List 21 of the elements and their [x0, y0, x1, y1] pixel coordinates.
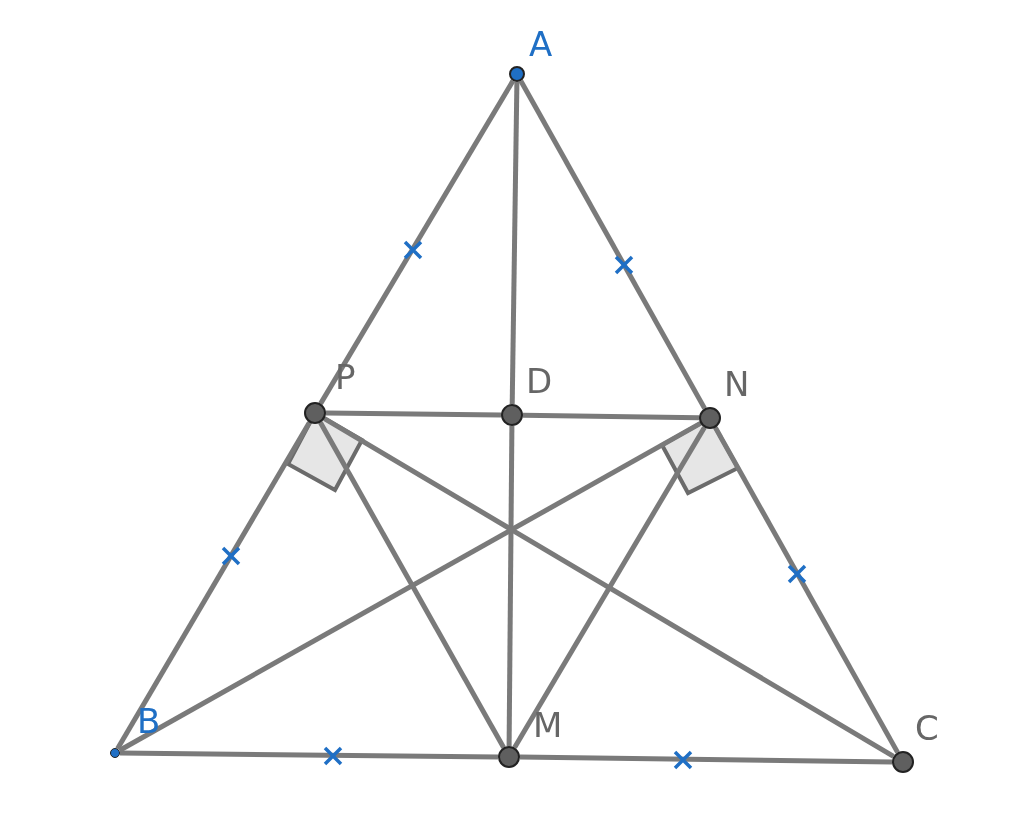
line-segment — [318, 421, 506, 749]
line-segment — [509, 81, 520, 405]
line-segment — [318, 79, 516, 405]
point-label: D — [526, 363, 553, 399]
point-label: C — [915, 710, 939, 746]
line-segment — [519, 754, 893, 765]
point-label: N — [724, 366, 750, 402]
line-segment — [512, 426, 707, 749]
point-label: A — [529, 26, 553, 62]
line-segment — [325, 410, 502, 418]
line-segment — [522, 412, 700, 421]
point-label: M — [533, 707, 563, 743]
line-segment — [518, 79, 707, 410]
point-label: B — [137, 703, 161, 739]
line-segment — [713, 426, 900, 754]
line-segment — [119, 750, 499, 760]
line-segment — [506, 425, 515, 747]
line-segment — [115, 421, 312, 750]
line-segment — [323, 416, 895, 759]
line-segment — [118, 421, 702, 753]
point-label: P — [335, 359, 356, 395]
